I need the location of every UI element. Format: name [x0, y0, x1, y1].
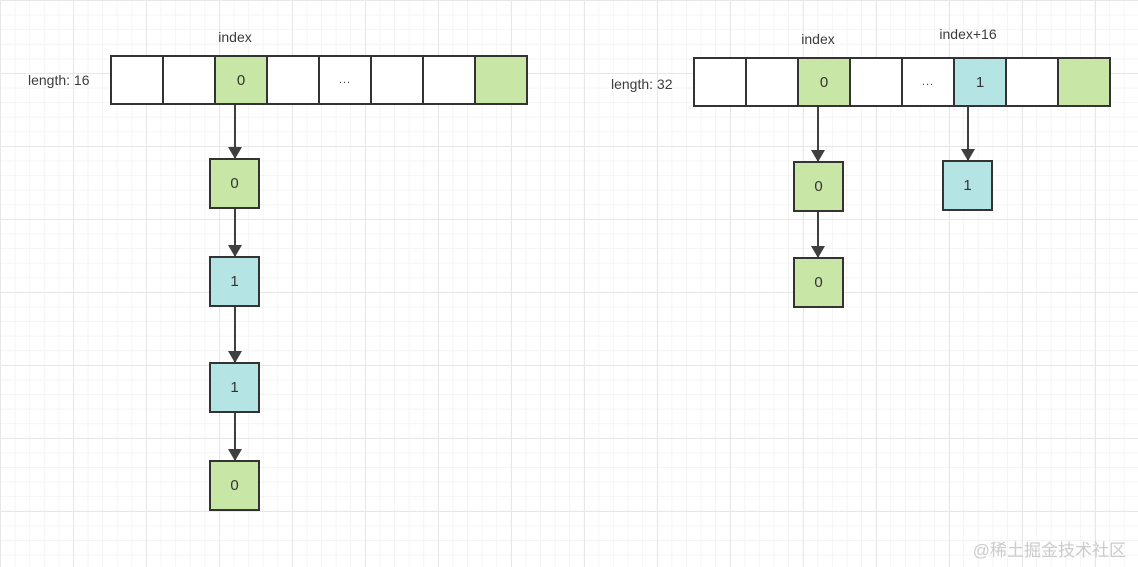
chain-node: 1 — [209, 362, 260, 413]
down-arrow — [961, 107, 975, 161]
down-arrow — [811, 107, 825, 162]
array-cell-last — [474, 57, 526, 103]
chain-node: 0 — [793, 161, 844, 212]
down-arrow — [228, 105, 242, 159]
array-cell — [695, 59, 745, 105]
right-array: 0 ... 1 — [693, 57, 1111, 107]
array-cell-index-plus16: 1 — [953, 59, 1005, 105]
array-cell-last — [1057, 59, 1109, 105]
array-cell — [112, 57, 162, 103]
array-cell-ellipsis: ... — [901, 59, 953, 105]
down-arrow — [228, 307, 242, 363]
array-cell-index: 0 — [797, 59, 849, 105]
chain-node: 0 — [793, 257, 844, 308]
left-length-label: length: 16 — [28, 72, 90, 88]
right-length-label: length: 32 — [611, 76, 673, 92]
chain-node: 1 — [209, 256, 260, 307]
array-cell — [849, 59, 901, 105]
array-cell — [162, 57, 214, 103]
down-arrow — [228, 413, 242, 461]
array-cell — [422, 57, 474, 103]
left-index-label: index — [218, 29, 252, 45]
right-index-plus16-label: index+16 — [939, 26, 997, 42]
chain-node: 0 — [209, 460, 260, 511]
juejin-watermark: @稀土掘金技术社区 — [972, 541, 1126, 560]
chain-node: 1 — [942, 160, 993, 211]
array-cell — [266, 57, 318, 103]
array-cell — [745, 59, 797, 105]
array-cell-index: 0 — [214, 57, 266, 103]
right-index-label: index — [801, 31, 835, 47]
down-arrow — [811, 212, 825, 258]
left-array: 0 ... — [110, 55, 528, 105]
array-cell-ellipsis: ... — [318, 57, 370, 103]
array-cell — [1005, 59, 1057, 105]
array-cell — [370, 57, 422, 103]
down-arrow — [228, 209, 242, 257]
chain-node: 0 — [209, 158, 260, 209]
